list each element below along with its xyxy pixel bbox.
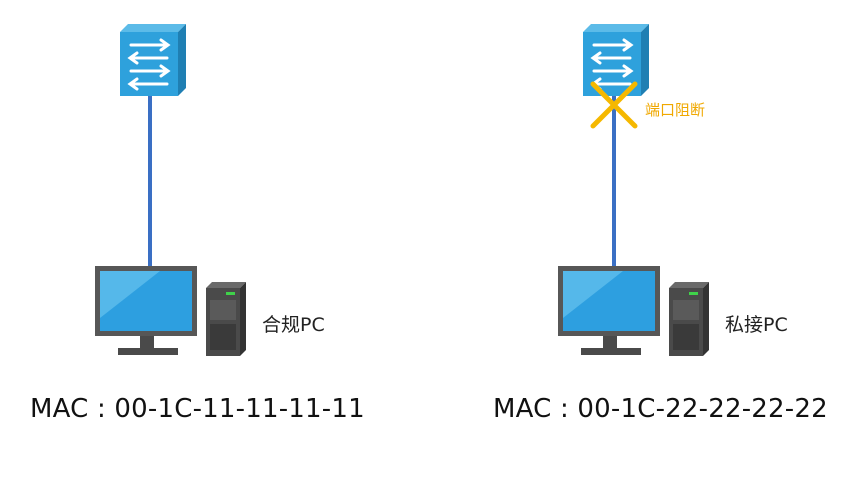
left-tower-icon: [206, 282, 246, 356]
left-mac-label: MAC : 00-1C-11-11-11-11: [30, 394, 365, 424]
left-monitor-icon: [95, 266, 197, 355]
left-pc-label: 合规PC: [262, 314, 325, 336]
right-monitor-icon: [558, 266, 660, 355]
right-tower-icon: [669, 282, 709, 356]
right-pc-label: 私接PC: [725, 314, 788, 336]
right-mac-label: MAC : 00-1C-22-22-22-22: [493, 394, 828, 424]
port-blocked-label: 端口阻断: [645, 101, 706, 119]
port-block-x-icon: [590, 81, 638, 129]
left-switch-icon: [120, 24, 186, 96]
